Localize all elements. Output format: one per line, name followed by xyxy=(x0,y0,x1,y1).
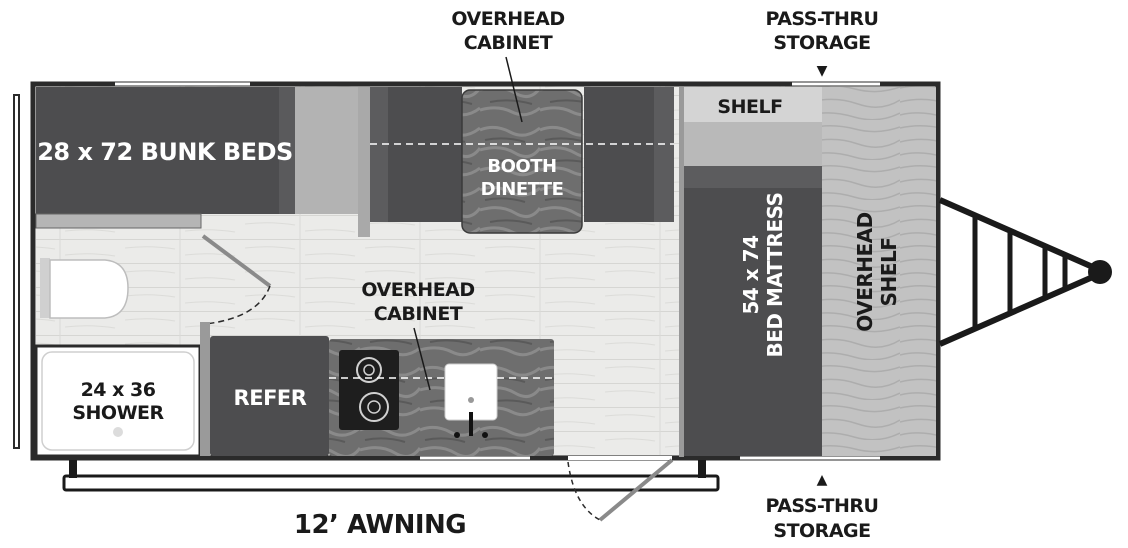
booth-label: BOOTH xyxy=(487,156,556,177)
dinette-bench-left-back xyxy=(370,87,388,222)
bunk-ladder-area xyxy=(295,87,358,214)
bunk-beds-label: 28 x 72 BUNK BEDS xyxy=(37,138,293,166)
dinette-label: DINETTE xyxy=(481,179,564,200)
shower-pan xyxy=(41,351,195,451)
dinette-bench-right-back xyxy=(654,87,674,222)
bunk-edge xyxy=(279,87,295,214)
burner-back-inner-icon xyxy=(363,364,375,376)
refrigerator xyxy=(210,336,329,456)
pass-thru-bottom-label-2: STORAGE xyxy=(773,520,870,542)
cooktop xyxy=(339,350,399,430)
burner-front-icon xyxy=(359,392,389,422)
trailer-tongue xyxy=(938,197,1112,347)
entry-door-swing xyxy=(567,461,601,521)
entry-door xyxy=(598,458,674,522)
bed-size-label: 54 x 74 xyxy=(739,236,763,315)
pass-thru-top-label-2: STORAGE xyxy=(773,32,870,54)
awning-label: 12’ AWNING xyxy=(294,510,466,540)
shower-wall xyxy=(200,322,210,456)
bed-mattress xyxy=(684,166,822,456)
bedroom-wall xyxy=(679,87,684,457)
shower-size-label: 24 x 36 xyxy=(81,379,156,401)
faucet-handle-right-icon xyxy=(482,432,488,438)
bed-mattress-label: BED MATTRESS xyxy=(763,192,787,357)
rear-bumper xyxy=(13,94,20,449)
top-cabinet-label-2: CABINET xyxy=(464,32,553,54)
bunk-beds xyxy=(36,87,279,214)
burner-back-icon xyxy=(356,357,382,383)
awning-arm-left xyxy=(69,460,77,478)
arrow-down-icon: ▼ xyxy=(817,63,828,79)
overhead-shelf xyxy=(822,87,936,456)
dinette-table xyxy=(461,89,583,234)
refer-label: REFER xyxy=(234,386,307,410)
dinette-post-left xyxy=(358,87,370,237)
shower-drain xyxy=(113,427,123,437)
overhead-shelf-label-1: OVERHEAD xyxy=(853,212,877,332)
shelf xyxy=(684,87,822,122)
pass-thru-bottom-label-1: PASS-THRU xyxy=(766,495,879,517)
bath-door-swing xyxy=(204,285,271,325)
top-cabinet-leader xyxy=(505,56,523,123)
sink xyxy=(444,363,498,421)
bath-wall-top xyxy=(35,213,202,229)
faucet-handle-left-icon xyxy=(454,432,460,438)
kitchen-cabinet-leader xyxy=(413,327,431,391)
burner-front-inner-icon xyxy=(367,400,381,414)
toilet-tank xyxy=(40,258,50,318)
toilet xyxy=(49,259,129,319)
sink-drain xyxy=(468,397,474,403)
shelf-lower xyxy=(684,122,822,166)
kitchen-cabinet-label-1: OVERHEAD xyxy=(361,279,474,301)
kitchen-cabinet-label-2: CABINET xyxy=(374,303,463,325)
shower-label: SHOWER xyxy=(72,402,164,424)
arrow-up-icon: ▲ xyxy=(817,472,828,488)
bed-pillow-edge xyxy=(684,166,822,188)
bath-door xyxy=(201,234,272,288)
pass-thru-top-label-1: PASS-THRU xyxy=(766,8,879,30)
awning-arm-right xyxy=(698,460,706,478)
awning-rail xyxy=(62,474,720,492)
top-cabinet-label-1: OVERHEAD xyxy=(451,8,564,30)
overhead-shelf-label-2: SHELF xyxy=(877,238,901,307)
shelf-label: SHELF xyxy=(717,96,782,118)
